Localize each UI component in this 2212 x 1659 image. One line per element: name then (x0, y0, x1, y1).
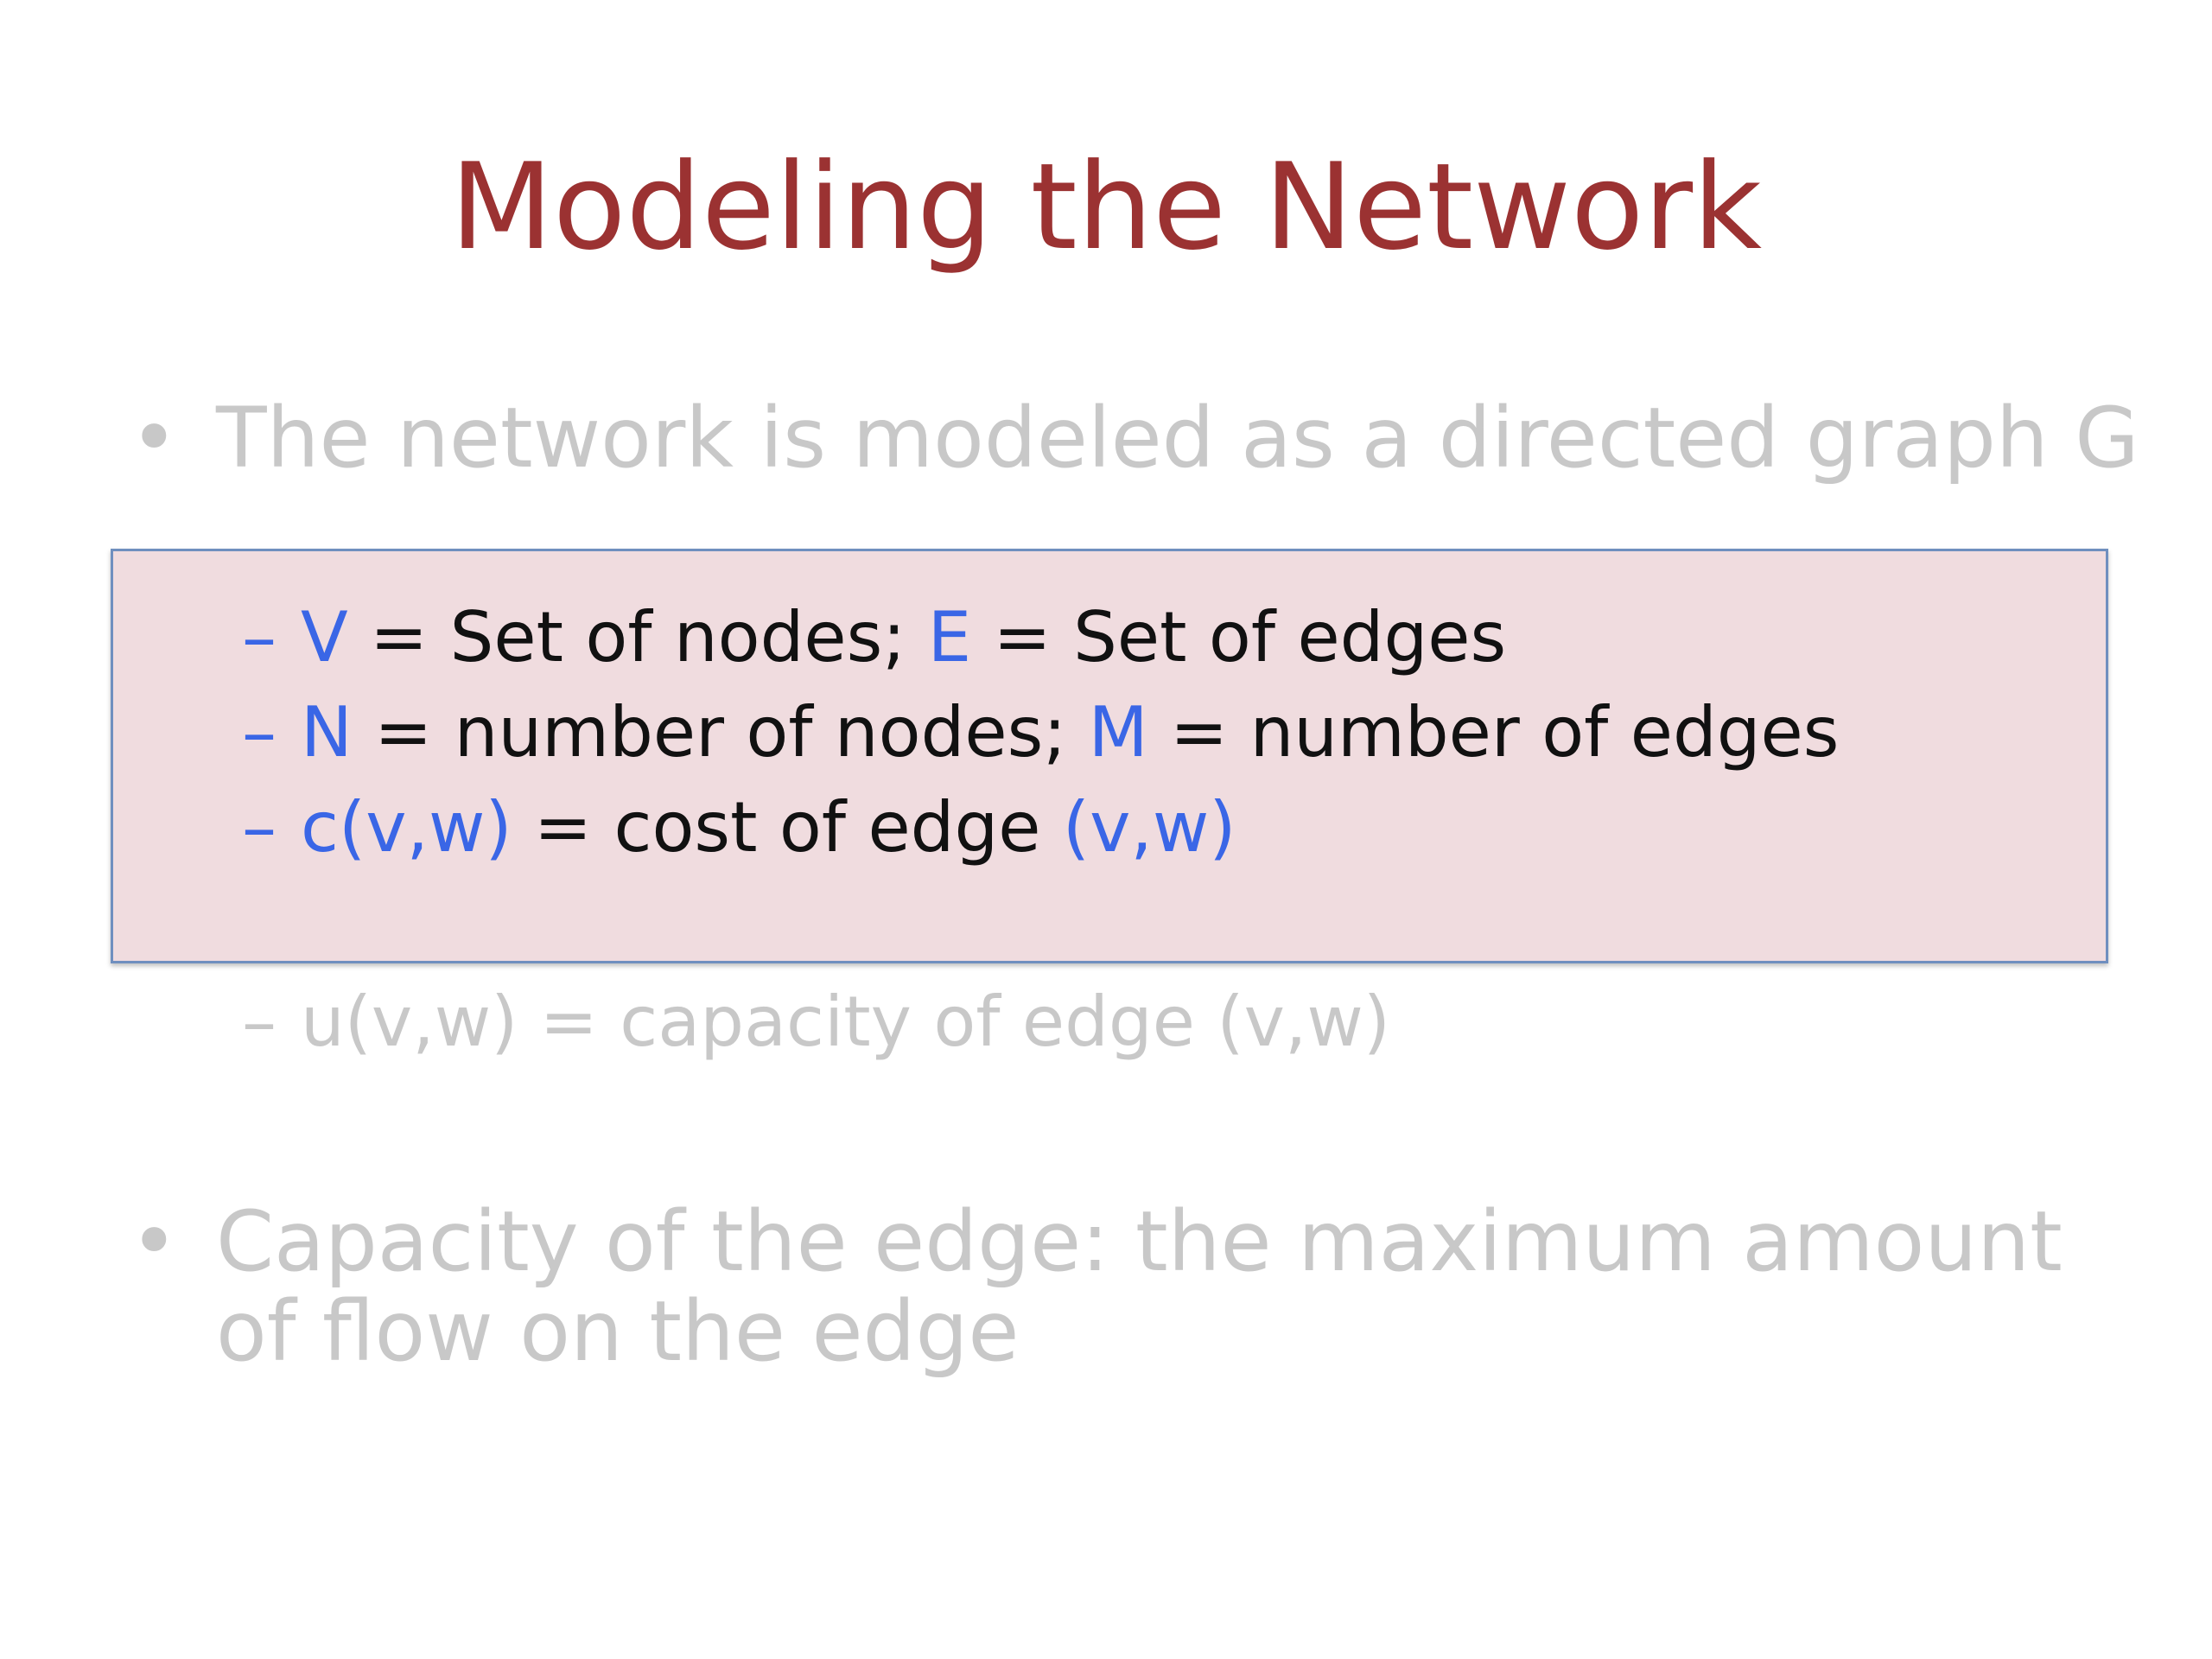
sub-bullet-capacity: –u(v,w) = capacity of edge (v,w) (242, 981, 1390, 1064)
sub-bullet-sets: –V = Set of nodes; E = Set of edges (242, 596, 1506, 679)
bullet-directed-graph: • The network is modeled as a directed g… (130, 390, 2139, 486)
symbol-v: V (301, 597, 348, 677)
symbol-n: N (301, 692, 353, 772)
bullet-capacity-definition: • Capacity of the edge: the maximum amou… (130, 1197, 2100, 1376)
sub-text: u(v,w) = capacity of edge (v,w) (301, 982, 1390, 1062)
sub-text: = cost of edge (512, 787, 1063, 868)
symbol-e: E (927, 597, 972, 677)
dash-marker: – (242, 692, 276, 772)
sub-bullet-cost: –c(v,w) = cost of edge (v,w) (242, 786, 1236, 869)
symbol-cost: c(v,w) (301, 787, 512, 868)
dash-marker: – (242, 597, 276, 677)
sub-text: = number of edges (1147, 692, 1840, 772)
symbol-edge: (v,w) (1062, 787, 1236, 868)
bullet-text: Capacity of the edge: the maximum amount… (216, 1193, 2063, 1380)
sub-text: = Set of edges (971, 597, 1507, 677)
bullet-marker: • (130, 1193, 179, 1290)
highlight-box (111, 549, 2108, 963)
dash-marker: – (242, 787, 276, 868)
sub-text: = number of nodes; (352, 692, 1089, 772)
dash-marker: – (242, 982, 276, 1062)
bullet-text: The network is modeled as a directed gra… (216, 390, 2139, 486)
symbol-m: M (1088, 692, 1148, 772)
sub-text: = Set of nodes; (347, 597, 928, 677)
sub-bullet-counts: –N = number of nodes; M = number of edge… (242, 691, 1839, 774)
bullet-marker: • (130, 390, 179, 486)
slide-title: Modeling the Network (449, 137, 1763, 276)
